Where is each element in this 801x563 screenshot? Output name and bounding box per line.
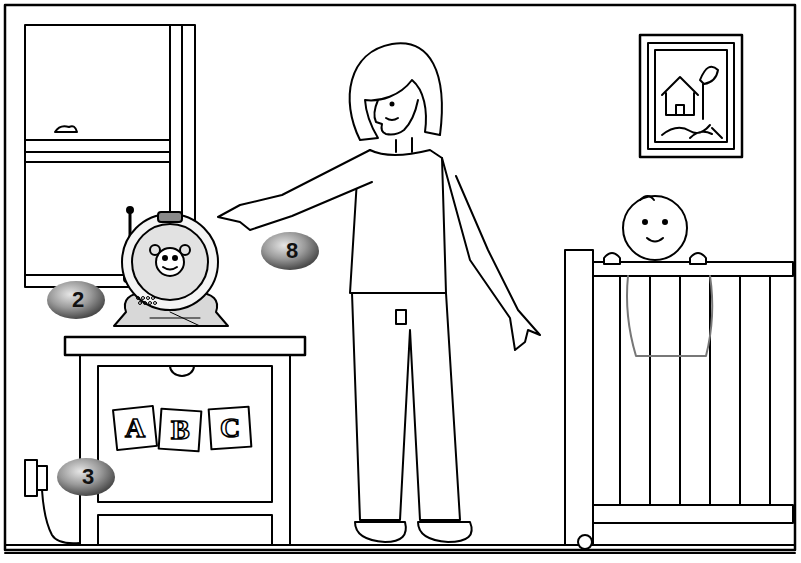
callout-number: 2 xyxy=(72,287,84,313)
block-letter: A xyxy=(125,412,145,444)
block-letter: C xyxy=(220,412,240,444)
block-letter-holder: A xyxy=(125,412,145,444)
block-letter-holder: C xyxy=(220,412,240,444)
callout-number-holder: 2 xyxy=(72,287,84,313)
block-letter: B xyxy=(171,414,190,446)
block-letter-holder: B xyxy=(171,414,190,446)
callout-number: 3 xyxy=(82,464,94,490)
callout-number-holder: 8 xyxy=(286,238,298,264)
callout-number-holder: 3 xyxy=(82,464,94,490)
callout-number: 8 xyxy=(286,238,298,264)
